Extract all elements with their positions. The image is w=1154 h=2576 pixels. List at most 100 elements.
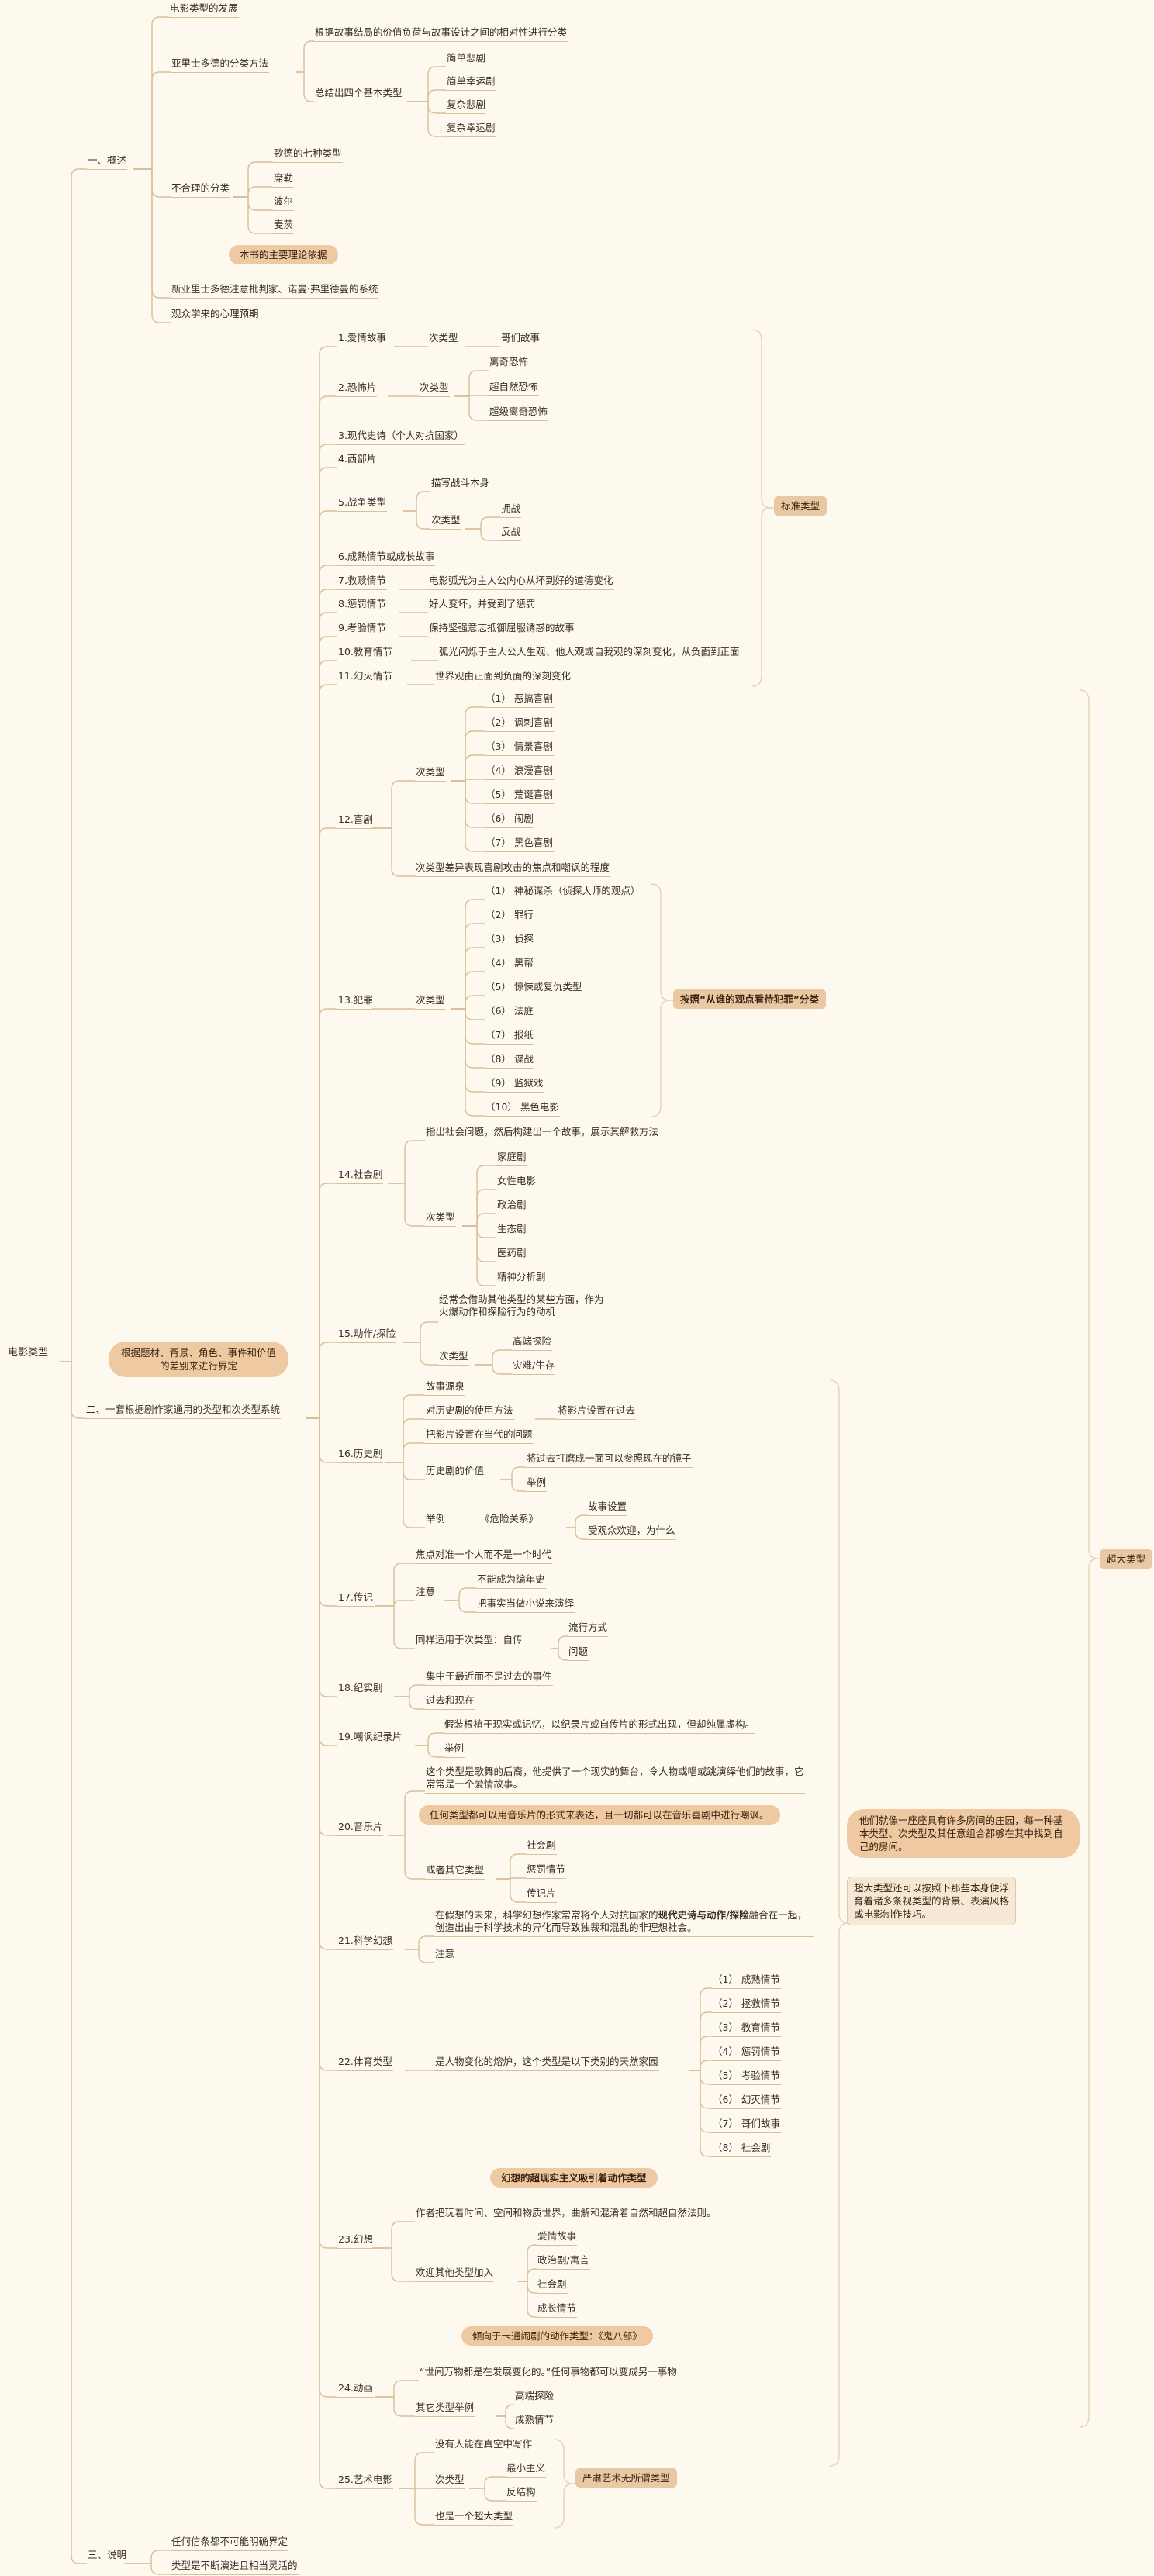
crime-sub[interactable]: 次类型 <box>415 994 446 1010</box>
social-item[interactable]: 精神分析剧 <box>496 1271 547 1286</box>
horror-sub[interactable]: 次类型 <box>419 382 450 397</box>
horror-item[interactable]: 离奇恐怖 <box>489 356 530 371</box>
mock-desc[interactable]: 假装根植于现实或记忆，以纪录片或自传片的形式出现，但却纯属虚构。 <box>444 1718 756 1734</box>
bio-autobio-item[interactable]: 问题 <box>568 1645 589 1661</box>
history-value-item[interactable]: 将过去打磨成一面可以参照现在的镜子 <box>526 1452 693 1468</box>
four-item[interactable]: 简单幸运剧 <box>446 75 496 91</box>
musical-other-item[interactable]: 惩罚情节 <box>526 1863 567 1879</box>
crime-item[interactable]: （5） 惊悚或复仇类型 <box>485 981 583 996</box>
explain-item[interactable]: 类型是不断演进且相当灵活的 <box>171 2560 299 2575</box>
action-item[interactable]: 高端探险 <box>512 1335 553 1351</box>
overview-aristotle[interactable]: 亚里士多德的分类方法 <box>171 57 270 73</box>
musical-other-item[interactable]: 社会剧 <box>526 1839 557 1855</box>
overview-audience[interactable]: 观众学来的心理预期 <box>171 308 260 323</box>
overview-development[interactable]: 电影类型的发展 <box>169 2 239 18</box>
history-example-item[interactable]: 故事设置 <box>587 1500 628 1516</box>
sports-item[interactable]: （5） 考验情节 <box>712 2070 781 2085</box>
type-action[interactable]: 15.动作/探险 <box>337 1328 397 1343</box>
comedy-item[interactable]: （7） 黑色喜剧 <box>485 837 554 852</box>
sports-item[interactable]: （7） 哥们故事 <box>712 2118 781 2133</box>
animation-others-item[interactable]: 高端探险 <box>514 2390 555 2405</box>
type-history[interactable]: 16.历史剧 <box>337 1448 384 1463</box>
mock-example[interactable]: 举例 <box>444 1742 465 1758</box>
scifi-caution[interactable]: 注意 <box>434 1948 456 1963</box>
history-example-item[interactable]: 受观众欢迎，为什么 <box>587 1525 676 1540</box>
four-item[interactable]: 复杂悲剧 <box>446 98 487 114</box>
unreasonable-item[interactable]: 席勒 <box>273 172 295 188</box>
art-also[interactable]: 也是一个超大类型 <box>434 2510 514 2526</box>
type-animation[interactable]: 24.动画 <box>337 2382 374 2398</box>
four-item[interactable]: 复杂幸运剧 <box>446 122 496 137</box>
fantasy-desc[interactable]: 作者把玩着时间、空间和物质世界，曲解和混淆着自然和超自然法则。 <box>415 2207 717 2222</box>
musical-desc[interactable]: 这个类型是歌舞的后裔，他提供了一个现实的舞台，令人物或唱或跳演绎他们的故事，它常… <box>425 1766 805 1794</box>
bio-autobio-item[interactable]: 流行方式 <box>568 1621 609 1637</box>
war-sub[interactable]: 次类型 <box>430 514 461 530</box>
history-usage[interactable]: 对历史剧的使用方法 <box>425 1404 514 1420</box>
history-usage-item[interactable]: 将影片设置在过去 <box>557 1404 637 1420</box>
type-fantasy[interactable]: 23.幻想 <box>337 2233 374 2249</box>
history-mine[interactable]: 故事源泉 <box>425 1380 466 1396</box>
crime-item[interactable]: （9） 监狱戏 <box>485 1077 544 1093</box>
docudrama-item[interactable]: 集中于最近而不是过去的事件 <box>425 1670 553 1686</box>
sports-item[interactable]: （1） 成熟情节 <box>712 1973 781 1989</box>
fantasy-joined-item[interactable]: 爱情故事 <box>537 2230 578 2246</box>
type-bio[interactable]: 17.传记 <box>337 1591 374 1607</box>
type-docudrama[interactable]: 18.纪实剧 <box>337 1682 384 1697</box>
comedy-item[interactable]: （1） 恶搞喜剧 <box>485 692 554 708</box>
fantasy-joined[interactable]: 欢迎其他类型加入 <box>415 2267 495 2282</box>
fantasy-joined-item[interactable]: 社会剧 <box>537 2278 568 2294</box>
comedy-item[interactable]: （5） 荒诞喜剧 <box>485 789 554 804</box>
social-item[interactable]: 女性电影 <box>496 1175 537 1190</box>
type-horror[interactable]: 2.恐怖片 <box>337 382 378 397</box>
history-value-item[interactable]: 举例 <box>526 1476 548 1492</box>
section-overview[interactable]: 一、概述 <box>87 154 128 170</box>
fantasy-joined-item[interactable]: 政治剧/寓言 <box>537 2254 590 2270</box>
art-sub[interactable]: 次类型 <box>434 2474 465 2489</box>
testing-desc[interactable]: 保持坚强意志抵御屈服诱惑的故事 <box>428 622 575 637</box>
scifi-desc[interactable]: 在假想的未来，科学幻想作家常常将个人对抗国家的现代史诗与动作/探险融合在一起，创… <box>434 1909 814 1937</box>
root-node[interactable]: 电影类型 <box>8 1347 49 1359</box>
disillusion-desc[interactable]: 世界观由正面到负面的深刻变化 <box>434 670 572 685</box>
unreasonable-item[interactable]: 歌德的七种类型 <box>273 147 343 163</box>
bio-caution-item[interactable]: 不能成为编年史 <box>476 1573 546 1589</box>
type-art[interactable]: 25.艺术电影 <box>337 2474 393 2489</box>
social-sub[interactable]: 次类型 <box>425 1211 456 1227</box>
explain-item[interactable]: 任何信条都不可能明确界定 <box>171 2536 289 2551</box>
love-item[interactable]: 哥们故事 <box>500 332 541 347</box>
type-testing[interactable]: 9.考验情节 <box>337 622 387 637</box>
crime-item[interactable]: （6） 法庭 <box>485 1005 534 1020</box>
overview-unreasonable[interactable]: 不合理的分类 <box>171 182 231 198</box>
crime-item[interactable]: （10） 黑色电影 <box>485 1101 560 1117</box>
crime-item[interactable]: （2） 罪行 <box>485 909 534 924</box>
sports-item[interactable]: （3） 教育情节 <box>712 2022 781 2037</box>
type-musical[interactable]: 20.音乐片 <box>337 1821 384 1836</box>
art-nobody[interactable]: 没有人能在真空中写作 <box>434 2438 534 2453</box>
horror-item[interactable]: 超级离奇恐怖 <box>489 406 549 421</box>
fantasy-joined-item[interactable]: 成长情节 <box>537 2302 578 2318</box>
aristotle-four[interactable]: 总结出四个基本类型 <box>314 87 403 102</box>
war-item[interactable]: 反战 <box>500 526 522 541</box>
animation-others-item[interactable]: 成熟情节 <box>514 2414 555 2429</box>
type-redemption[interactable]: 7.救赎情节 <box>337 575 387 590</box>
social-item[interactable]: 生态剧 <box>496 1223 527 1238</box>
unreasonable-item[interactable]: 麦茨 <box>273 219 295 234</box>
action-desc[interactable]: 经常会借助其他类型的某些方面，作为火爆动作和探险行为的动机 <box>438 1293 606 1321</box>
type-love[interactable]: 1.爱情故事 <box>337 332 387 347</box>
bio-autobio[interactable]: 同样适用于次类型：自传 <box>415 1634 523 1649</box>
sports-item[interactable]: （8） 社会剧 <box>712 2142 772 2157</box>
type-mock[interactable]: 19.嘲讽纪录片 <box>337 1731 403 1746</box>
type-disillusion[interactable]: 11.幻灭情节 <box>337 670 393 685</box>
bio-focus[interactable]: 焦点对准一个人而不是一个时代 <box>415 1549 553 1564</box>
type-sports[interactable]: 22.体育类型 <box>337 2056 393 2071</box>
crime-item[interactable]: （4） 黑帮 <box>485 957 534 972</box>
type-scifi[interactable]: 21.科学幻想 <box>337 1935 393 1950</box>
type-war[interactable]: 5.战争类型 <box>337 496 387 512</box>
type-crime[interactable]: 13.犯罪 <box>337 994 374 1010</box>
war-desc[interactable]: 描写战斗本身 <box>430 477 491 492</box>
action-item[interactable]: 灾难/生存 <box>512 1359 556 1375</box>
crime-item[interactable]: （8） 谍战 <box>485 1053 534 1069</box>
bio-caution-item[interactable]: 把事实当做小说来演绎 <box>476 1597 575 1613</box>
type-western[interactable]: 4.西部片 <box>337 453 378 468</box>
aristotle-basis[interactable]: 根据故事结局的价值负荷与故事设计之间的相对性进行分类 <box>314 26 568 42</box>
love-sub[interactable]: 次类型 <box>428 332 459 347</box>
